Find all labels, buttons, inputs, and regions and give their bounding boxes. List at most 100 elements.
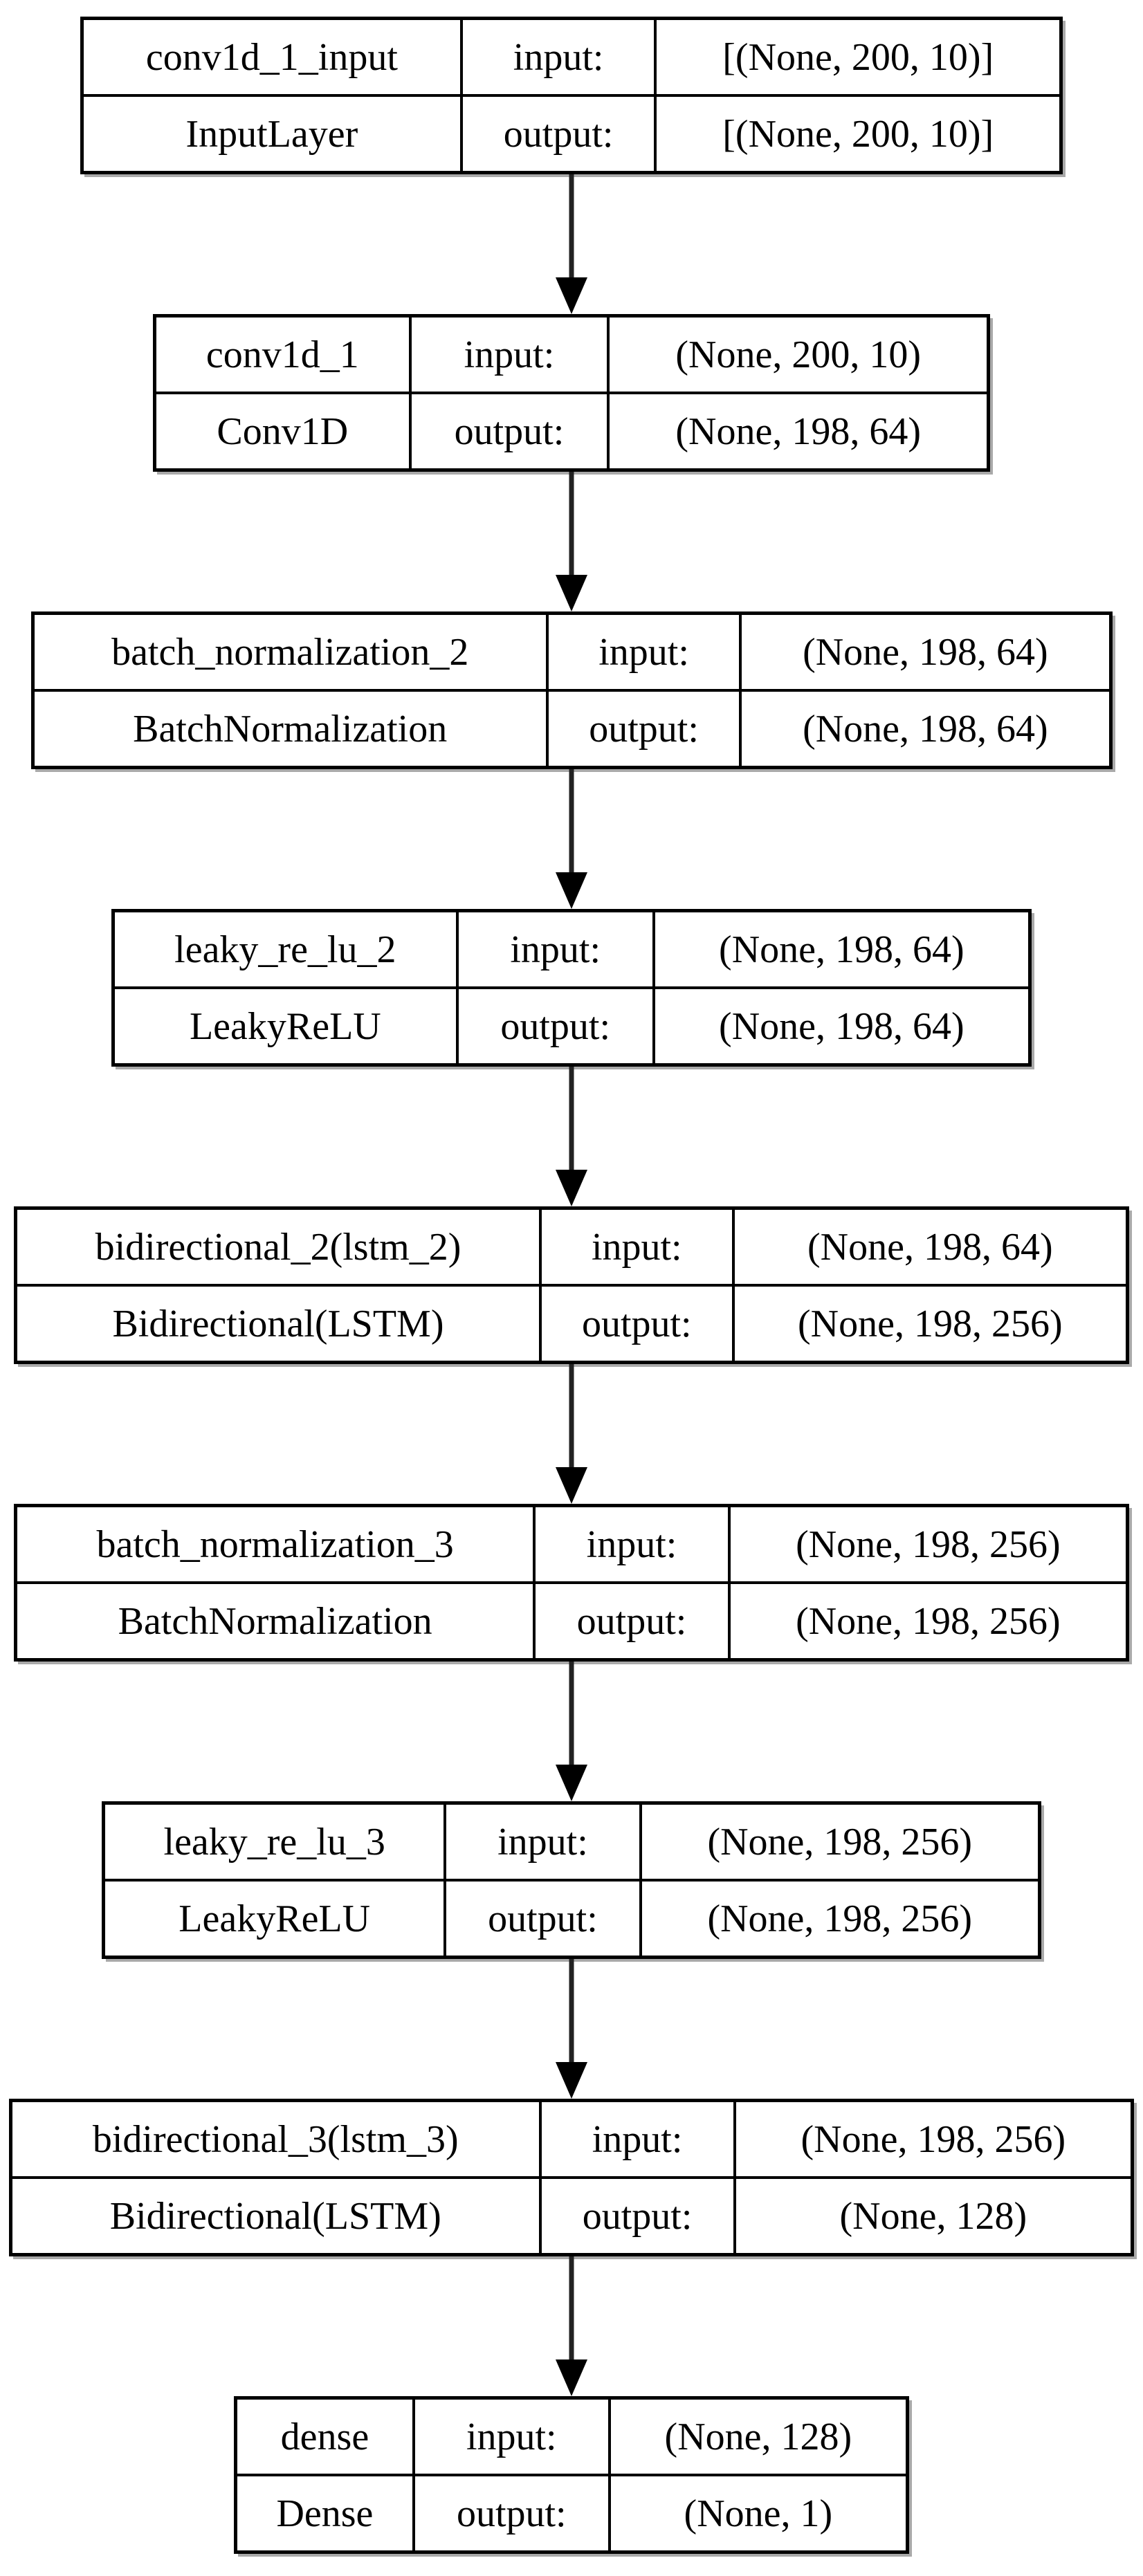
node-input-row: conv1d_1 input: (None, 200, 10) xyxy=(156,318,987,392)
node-input-row: batch_normalization_3 input: (None, 198,… xyxy=(17,1507,1126,1581)
output-label: output: xyxy=(538,2176,733,2253)
layer-type: InputLayer xyxy=(84,94,460,171)
edge-line xyxy=(569,2256,574,2360)
layer-type: Bidirectional(LSTM) xyxy=(17,1284,539,1361)
output-shape: (None, 198, 256) xyxy=(731,1284,1126,1361)
layer-node-batch-normalization-3: batch_normalization_3 input: (None, 198,… xyxy=(14,1504,1129,1662)
edge-arrow xyxy=(0,1662,1143,1801)
input-shape: (None, 198, 256) xyxy=(639,1805,1038,1879)
node-output-row: InputLayer output: [(None, 200, 10)] xyxy=(84,94,1059,171)
edge-line xyxy=(569,1067,574,1170)
layer-type: Conv1D xyxy=(156,392,409,468)
edge-line xyxy=(569,769,574,873)
layer-type: Bidirectional(LSTM) xyxy=(12,2176,539,2253)
output-shape: (None, 198, 64) xyxy=(739,689,1109,766)
layer-node-conv1d-1-input: conv1d_1_input input: [(None, 200, 10)] … xyxy=(80,17,1063,174)
node-output-row: Bidirectional(LSTM) output: (None, 198, … xyxy=(17,1284,1126,1361)
layer-node-conv1d-1: conv1d_1 input: (None, 200, 10) Conv1D o… xyxy=(153,314,990,472)
layer-name: batch_normalization_3 xyxy=(96,1522,454,1566)
input-shape: [(None, 200, 10)] xyxy=(654,20,1059,94)
edge-line xyxy=(569,1959,574,2063)
input-shape: (None, 200, 10) xyxy=(607,318,987,392)
layer-node-leaky-re-lu-3: leaky_re_lu_3 input: (None, 198, 256) Le… xyxy=(102,1801,1041,1959)
node-input-row: leaky_re_lu_2 input: (None, 198, 64) xyxy=(115,912,1028,986)
edge-arrow xyxy=(0,472,1143,611)
node-output-row: BatchNormalization output: (None, 198, 2… xyxy=(17,1581,1126,1658)
output-shape: (None, 198, 64) xyxy=(607,392,987,468)
node-output-row: LeakyReLU output: (None, 198, 64) xyxy=(115,986,1028,1063)
node-input-row: bidirectional_3(lstm_3) input: (None, 19… xyxy=(12,2102,1131,2176)
edge-arrow xyxy=(0,1959,1143,2099)
input-shape: (None, 198, 256) xyxy=(727,1507,1126,1581)
output-shape: (None, 198, 64) xyxy=(652,986,1028,1063)
output-label: output: xyxy=(459,94,655,171)
input-label: input: xyxy=(408,318,607,392)
edge-line xyxy=(569,472,574,576)
output-shape: (None, 198, 256) xyxy=(727,1581,1126,1658)
edge-line xyxy=(569,1364,574,1468)
layer-node-leaky-re-lu-2: leaky_re_lu_2 input: (None, 198, 64) Lea… xyxy=(111,909,1032,1067)
arrowhead-icon xyxy=(556,872,587,909)
output-shape: (None, 128) xyxy=(733,2176,1131,2253)
output-label: output: xyxy=(408,392,607,468)
output-label: output: xyxy=(455,986,652,1063)
input-shape: (None, 128) xyxy=(607,2400,906,2474)
layer-node-batch-normalization-2: batch_normalization_2 input: (None, 198,… xyxy=(30,611,1113,769)
edge-arrow xyxy=(0,174,1143,314)
layer-name: leaky_re_lu_2 xyxy=(174,928,396,971)
output-label: output: xyxy=(538,1284,732,1361)
arrowhead-icon xyxy=(556,277,587,314)
input-label: input: xyxy=(545,615,739,689)
arrowhead-icon xyxy=(556,2062,587,2099)
layer-node-bidirectional-2-lstm-2: bidirectional_2(lstm_2) input: (None, 19… xyxy=(14,1206,1129,1364)
input-shape: (None, 198, 64) xyxy=(652,912,1028,986)
layer-node-dense: dense input: (None, 128) Dense output: (… xyxy=(234,2396,909,2554)
layer-type: BatchNormalization xyxy=(34,689,546,766)
input-label: input: xyxy=(412,2400,608,2474)
output-shape: (None, 198, 256) xyxy=(639,1879,1038,1956)
input-shape: (None, 198, 64) xyxy=(739,615,1108,689)
layer-type: BatchNormalization xyxy=(17,1581,533,1658)
node-input-row: conv1d_1_input input: [(None, 200, 10)] xyxy=(84,20,1059,94)
output-shape: [(None, 200, 10)] xyxy=(654,94,1059,171)
layer-name: dense xyxy=(280,2415,369,2458)
node-input-row: dense input: (None, 128) xyxy=(237,2400,906,2474)
layer-name: bidirectional_3(lstm_3) xyxy=(92,2117,459,2161)
node-input-row: leaky_re_lu_3 input: (None, 198, 256) xyxy=(105,1805,1038,1879)
input-label: input: xyxy=(455,912,652,986)
node-output-row: Bidirectional(LSTM) output: (None, 128) xyxy=(12,2176,1131,2253)
input-label: input: xyxy=(538,1210,732,1284)
layer-type: LeakyReLU xyxy=(115,986,456,1063)
output-shape: (None, 1) xyxy=(607,2474,906,2550)
edge-arrow xyxy=(0,2256,1143,2396)
layer-type: Dense xyxy=(237,2474,412,2550)
output-label: output: xyxy=(444,1879,639,1956)
node-output-row: Dense output: (None, 1) xyxy=(237,2474,906,2550)
node-input-row: batch_normalization_2 input: (None, 198,… xyxy=(35,615,1109,689)
edge-arrow xyxy=(0,769,1143,909)
arrowhead-icon xyxy=(556,2359,587,2396)
layer-node-bidirectional-3-lstm-3: bidirectional_3(lstm_3) input: (None, 19… xyxy=(9,2099,1134,2256)
layer-name: batch_normalization_2 xyxy=(111,630,469,674)
output-label: output: xyxy=(412,2474,608,2550)
output-label: output: xyxy=(533,1581,728,1658)
node-output-row: BatchNormalization output: (None, 198, 6… xyxy=(34,689,1109,766)
input-label: input: xyxy=(538,2102,733,2176)
layer-type: LeakyReLU xyxy=(105,1879,444,1956)
arrowhead-icon xyxy=(556,1467,587,1504)
node-output-row: Conv1D output: (None, 198, 64) xyxy=(156,392,987,468)
arrowhead-icon xyxy=(556,575,587,611)
node-output-row: LeakyReLU output: (None, 198, 256) xyxy=(105,1879,1038,1956)
input-label: input: xyxy=(459,20,655,94)
layer-name: leaky_re_lu_3 xyxy=(163,1820,385,1864)
layer-name: bidirectional_2(lstm_2) xyxy=(95,1225,461,1269)
edge-arrow xyxy=(0,1364,1143,1504)
input-label: input: xyxy=(444,1805,639,1879)
input-shape: (None, 198, 256) xyxy=(733,2102,1131,2176)
node-input-row: bidirectional_2(lstm_2) input: (None, 19… xyxy=(17,1210,1126,1284)
edge-arrow xyxy=(0,1067,1143,1206)
input-label: input: xyxy=(533,1507,728,1581)
input-shape: (None, 198, 64) xyxy=(731,1210,1126,1284)
edge-line xyxy=(569,174,574,278)
